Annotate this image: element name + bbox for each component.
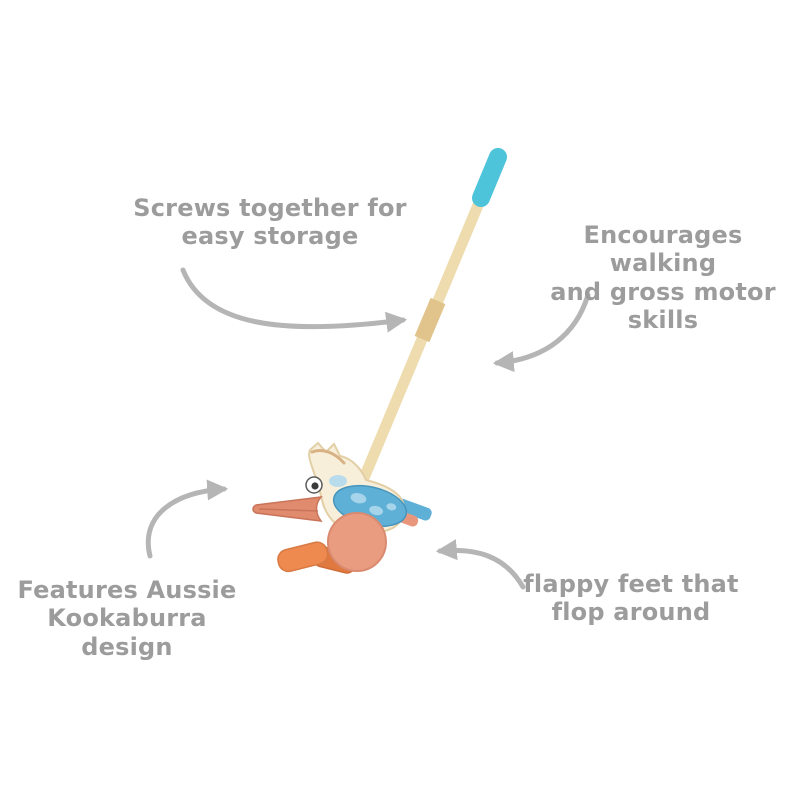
annotation-bottom-right: flappy feet that flop around xyxy=(520,570,742,627)
annotation-top-left: Screws together for easy storage xyxy=(120,194,420,251)
annotation-top-right-line2: and gross motor skills xyxy=(550,277,776,334)
arrow-top-right xyxy=(492,292,591,373)
bird-head-patch xyxy=(329,475,347,487)
annotation-bottom-left-line2: Kookaburra design xyxy=(47,604,207,661)
annotation-bottom-left-line1: Features Aussie xyxy=(17,576,237,604)
bird-crest-stripe xyxy=(310,448,346,465)
kookaburra-bird xyxy=(252,441,432,574)
bird-wheel xyxy=(327,512,387,572)
push-handle xyxy=(472,148,507,207)
bird-foot-front xyxy=(277,541,329,573)
annotation-bottom-right-line1: flappy feet that xyxy=(523,570,739,598)
screw-joint xyxy=(414,297,446,343)
arrow-top-left xyxy=(180,267,408,333)
annotation-top-right-line1: Encourages walking xyxy=(583,221,743,278)
annotation-bottom-left: Features Aussie Kookaburra design xyxy=(8,576,246,661)
annotation-top-right: Encourages walking and gross motor skill… xyxy=(532,221,794,334)
annotation-top-left-line2: easy storage xyxy=(181,222,359,251)
annotation-top-left-line1: Screws together for xyxy=(133,194,407,222)
arrow-bottom-left xyxy=(145,479,229,559)
bird-beak-line xyxy=(258,508,319,512)
arrow-bottom-right xyxy=(435,539,526,590)
annotation-bottom-right-line2: flop around xyxy=(551,598,711,627)
bird-pupil xyxy=(311,482,319,490)
bird-beak xyxy=(252,496,323,522)
